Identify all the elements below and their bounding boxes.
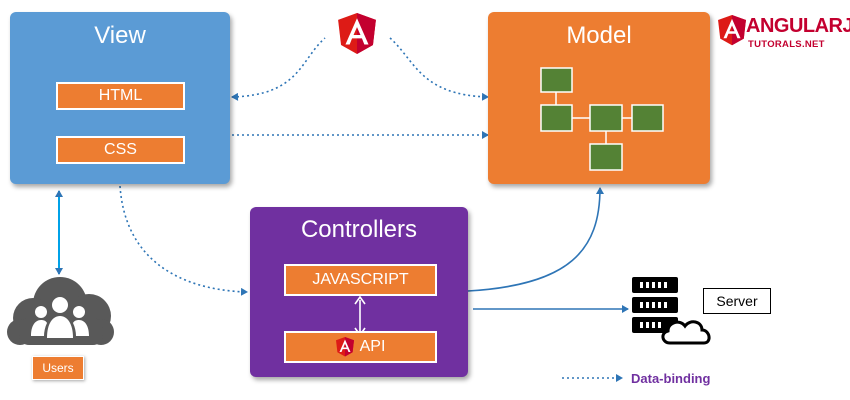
angular-logo-icon xyxy=(718,15,746,46)
brand-logo-title: ANGULARJS xyxy=(746,15,850,37)
angular-logo-icon xyxy=(338,13,376,54)
users-cloud-icon xyxy=(7,277,114,345)
controllers-to-model-arrow xyxy=(467,187,604,292)
cloud-icon xyxy=(661,320,711,345)
view-to-controllers-binding xyxy=(119,185,248,296)
server-icon xyxy=(632,277,711,345)
model-tree-diagram xyxy=(540,67,664,171)
view-model-binding-arc xyxy=(231,37,326,101)
view-box: View HTML CSS xyxy=(10,12,230,184)
model-node xyxy=(589,143,623,171)
model-node xyxy=(540,104,573,132)
model-view-binding-arc xyxy=(389,37,489,101)
view-item-html: HTML xyxy=(56,82,185,110)
model-box: Model xyxy=(488,12,710,184)
model-node xyxy=(540,67,573,93)
legend-label: Data-binding xyxy=(631,371,711,386)
model-title: Model xyxy=(566,22,632,49)
server-label: Server xyxy=(703,288,771,314)
angular-logo-icon xyxy=(335,337,354,357)
model-node xyxy=(631,104,664,132)
model-node xyxy=(589,104,623,132)
controllers-item-javascript: JAVASCRIPT xyxy=(284,264,437,296)
controllers-box: Controllers JAVASCRIPT API xyxy=(250,207,468,377)
view-title: View xyxy=(94,22,146,49)
api-label: API xyxy=(359,338,386,355)
controllers-title: Controllers xyxy=(300,216,418,243)
brand-logo-subtitle: TUTORALS.NET xyxy=(748,39,825,50)
controllers-item-api: API xyxy=(284,331,437,363)
users-label: Users xyxy=(32,356,84,380)
view-item-css: CSS xyxy=(56,136,185,164)
javascript-api-arrow xyxy=(354,296,366,336)
